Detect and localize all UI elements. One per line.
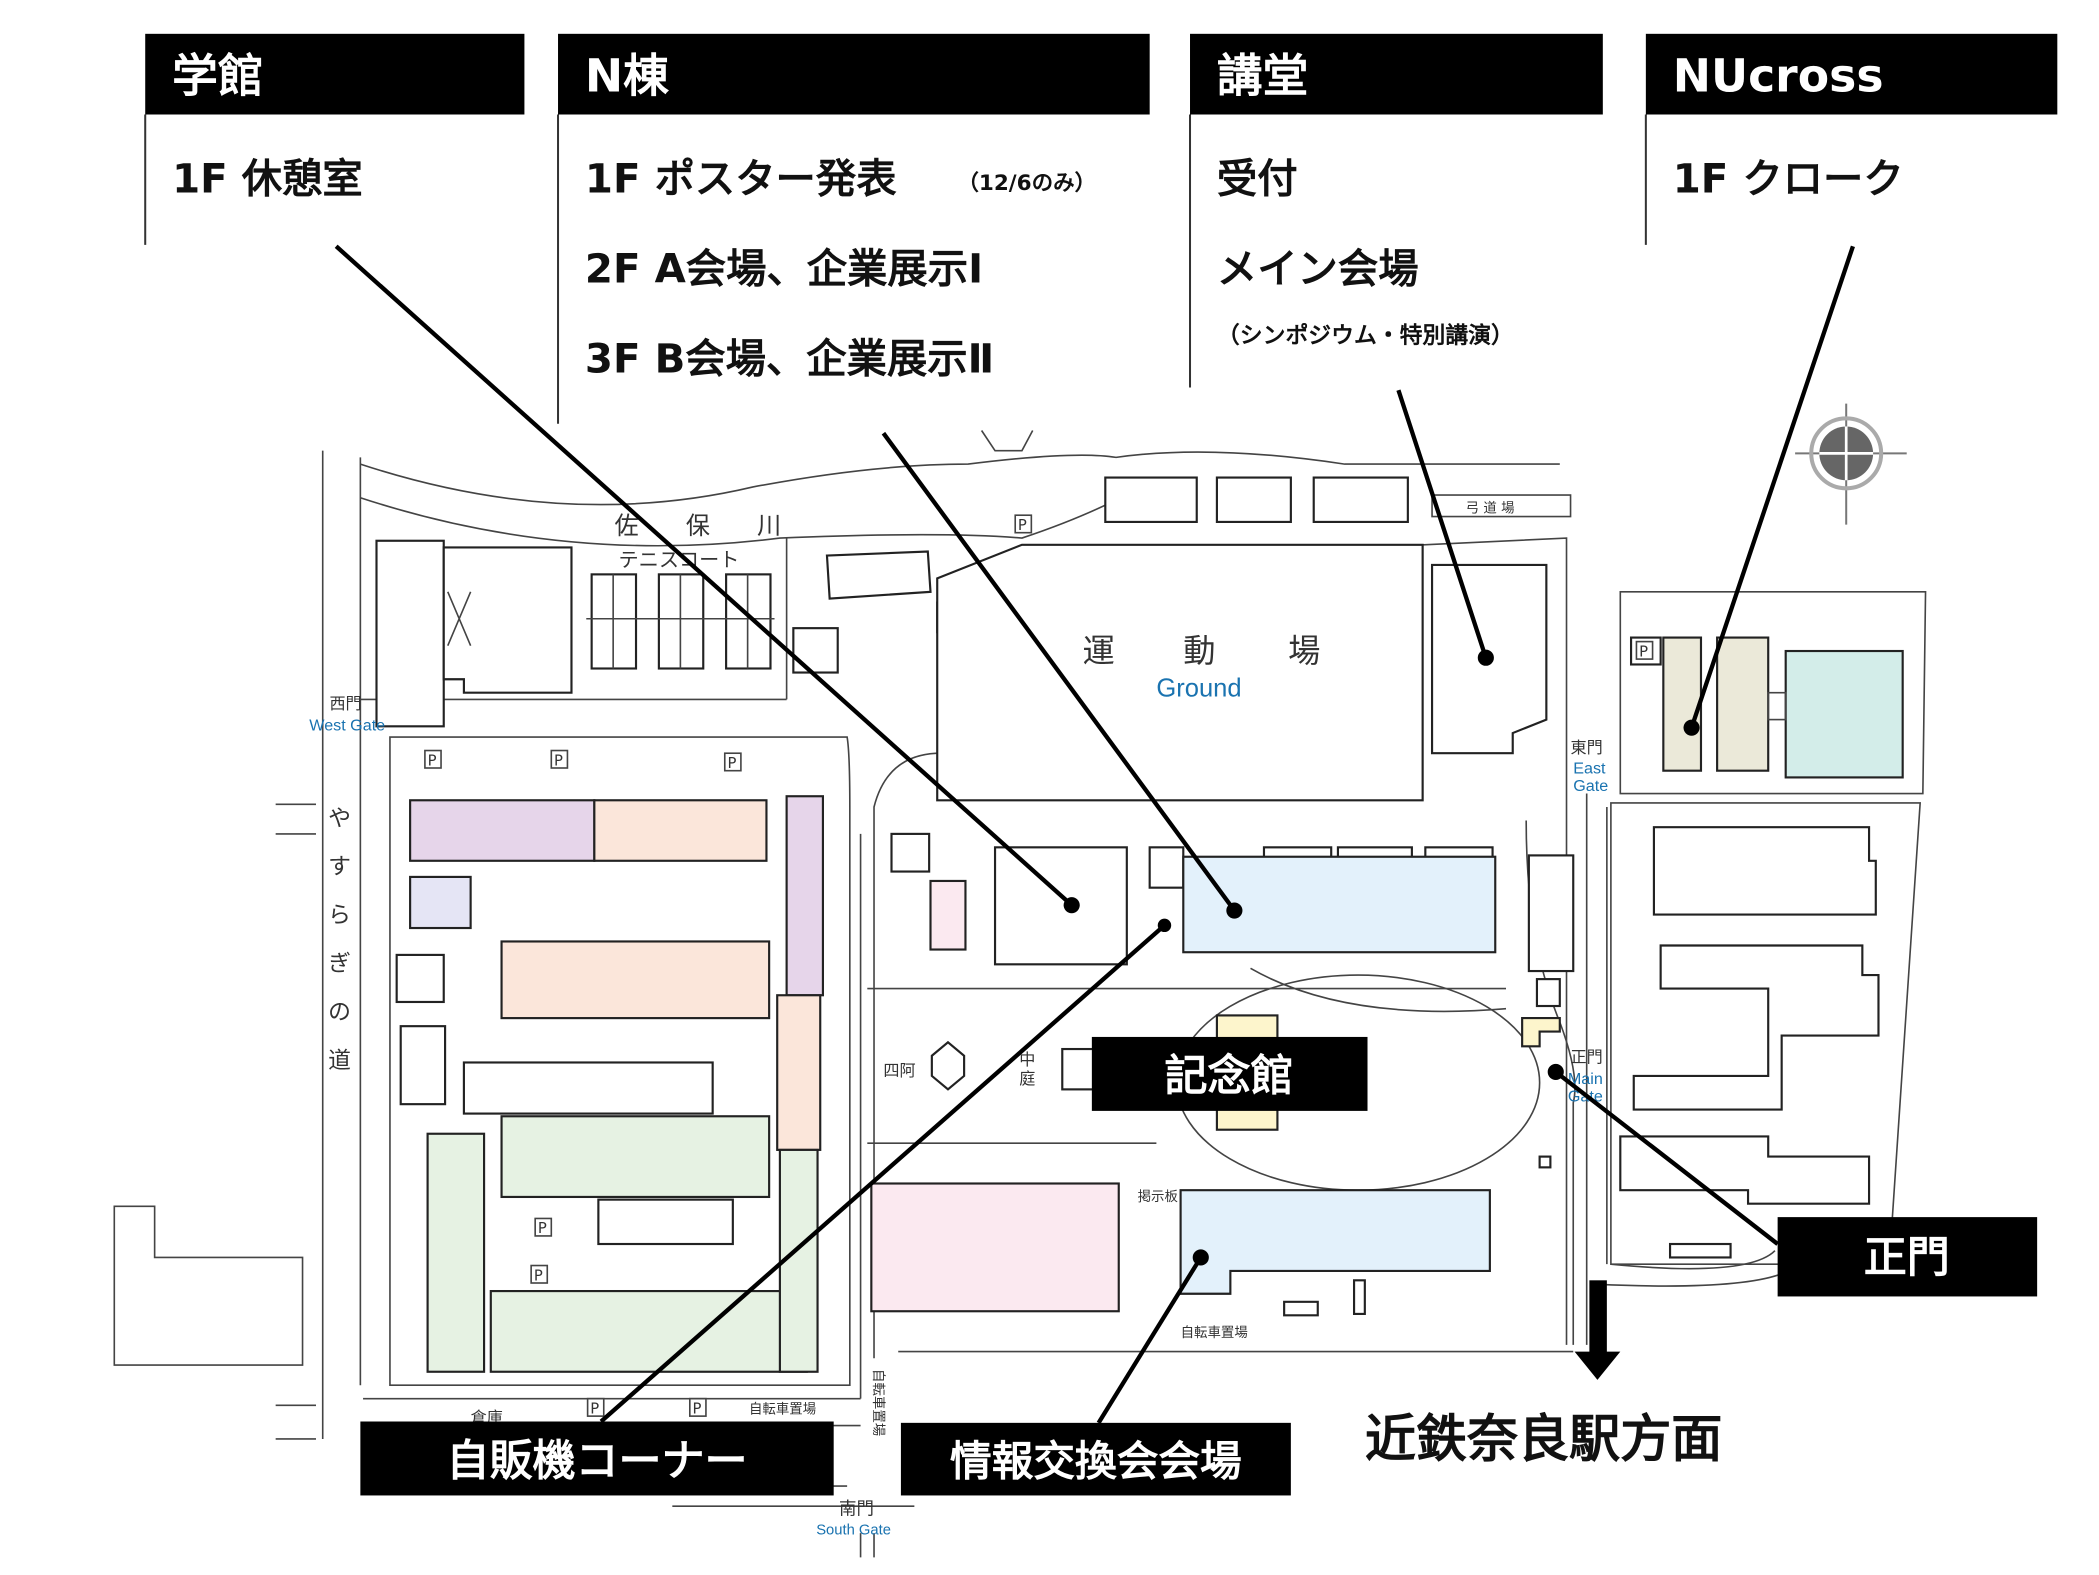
east-gate-en-label: East <box>1573 759 1606 777</box>
south-gate-en-label: South Gate <box>816 1522 891 1538</box>
arrow-down-icon <box>1574 1280 1621 1380</box>
parking-label: P <box>538 1220 547 1237</box>
parking-marks: P P P P P P P P P <box>424 514 1654 1417</box>
river-label: 佐 <box>615 512 639 540</box>
callout-line: 1F ポスター発表 <box>585 155 897 202</box>
courtyard-label: 中 <box>1019 1050 1035 1069</box>
label-vending: 自販機コーナー <box>360 1421 834 1496</box>
east-gate-en-label: Gate <box>1573 777 1608 795</box>
callout-line: 3F B会場、企業展示Ⅱ <box>585 336 994 383</box>
callout-note: （12/6のみ） <box>957 171 1096 196</box>
callout-line: 1F 休憩室 <box>172 155 363 202</box>
ground-label: 運 <box>1082 632 1114 670</box>
main-gate-en-label: Main <box>1568 1070 1603 1088</box>
river-label: 川 <box>757 512 781 540</box>
label-exchange: 情報交換会会場 <box>900 1422 1291 1496</box>
nucross-building-b <box>1716 636 1770 772</box>
path-label: す <box>328 854 351 880</box>
parking-label: P <box>590 1400 599 1417</box>
parking-label: P <box>692 1400 701 1417</box>
bike-parking-label: 自転車置場 <box>870 1369 886 1436</box>
callout-kodo: 講堂 受付 メイン会場 （シンポジウム・特別講演） <box>1189 33 1603 388</box>
building-peach <box>593 799 768 862</box>
exchange-venue-label: 情報交換会会場 <box>950 1436 1242 1485</box>
seimon-label: 正門 <box>1864 1233 1950 1283</box>
callout-line: 受付 <box>1217 155 1298 202</box>
callout-title: 講堂 <box>1217 50 1308 103</box>
callout-title: NUcross <box>1673 50 1884 103</box>
parking-label: P <box>554 752 563 769</box>
colored-buildings <box>409 636 1904 1373</box>
label-kinenkan: 記念館 <box>1091 1036 1368 1111</box>
callout-title: 学館 <box>172 50 263 103</box>
river-label: 保 <box>686 512 710 540</box>
parking-label: P <box>1639 643 1648 660</box>
east-gate-label: 東門 <box>1571 738 1603 757</box>
callout-gakkan: 学館 1F 休憩室 <box>144 33 525 245</box>
compass-icon <box>1795 403 1907 525</box>
callout-note: （シンポジウム・特別講演） <box>1217 322 1514 349</box>
vending-corner-label: 自販機コーナー <box>446 1436 747 1486</box>
label-seimon: 正門 <box>1777 1217 2038 1297</box>
path-label: の <box>328 999 351 1025</box>
station-direction-label: 近鉄奈良駅方面 <box>1365 1410 1723 1469</box>
parking-label: P <box>534 1267 543 1284</box>
path-label: や <box>328 806 351 832</box>
callout-title: N棟 <box>585 50 669 103</box>
callout-nucross: NUcross 1F クローク <box>1644 33 2058 245</box>
azumaya-label: 四阿 <box>883 1061 915 1080</box>
bike-parking-label: 自転車置場 <box>1181 1325 1248 1341</box>
ground-en-label: Ground <box>1156 675 1241 703</box>
kyudojo-label: 弓 道 場 <box>1466 501 1515 517</box>
kinenkan-label: 記念館 <box>1164 1052 1293 1102</box>
west-gate-en-label: West Gate <box>309 716 385 734</box>
callout-line: メイン会場 <box>1217 246 1419 293</box>
callout-line: 1F クローク <box>1673 155 1904 202</box>
bike-parking-label: 自転車置場 <box>749 1401 816 1417</box>
callout-n-building: N棟 1F ポスター発表 （12/6のみ） 2F A会場、企業展示Ⅰ 3F B会… <box>557 33 1150 424</box>
south-gate-label: 南門 <box>839 1499 874 1519</box>
building-purple <box>409 799 596 862</box>
courtyard-label: 庭 <box>1019 1069 1035 1088</box>
bulletin-board-label: 掲示板 <box>1138 1189 1178 1205</box>
main-gate-label: 正門 <box>1571 1047 1603 1066</box>
callout-line: 2F A会場、企業展示Ⅰ <box>585 246 983 293</box>
ground-label: 場 <box>1288 632 1320 670</box>
leader-lines <box>334 244 1855 1424</box>
parking-label: P <box>1018 517 1027 534</box>
parking-label: P <box>428 752 437 769</box>
ground-label: 動 <box>1183 632 1215 670</box>
nucross-building-a <box>1662 636 1703 772</box>
path-label: ら <box>328 903 351 929</box>
parking-label: P <box>727 755 736 772</box>
west-gate-label: 西門 <box>329 694 361 713</box>
path-label: ぎ <box>328 951 351 977</box>
path-label: 道 <box>328 1048 351 1074</box>
